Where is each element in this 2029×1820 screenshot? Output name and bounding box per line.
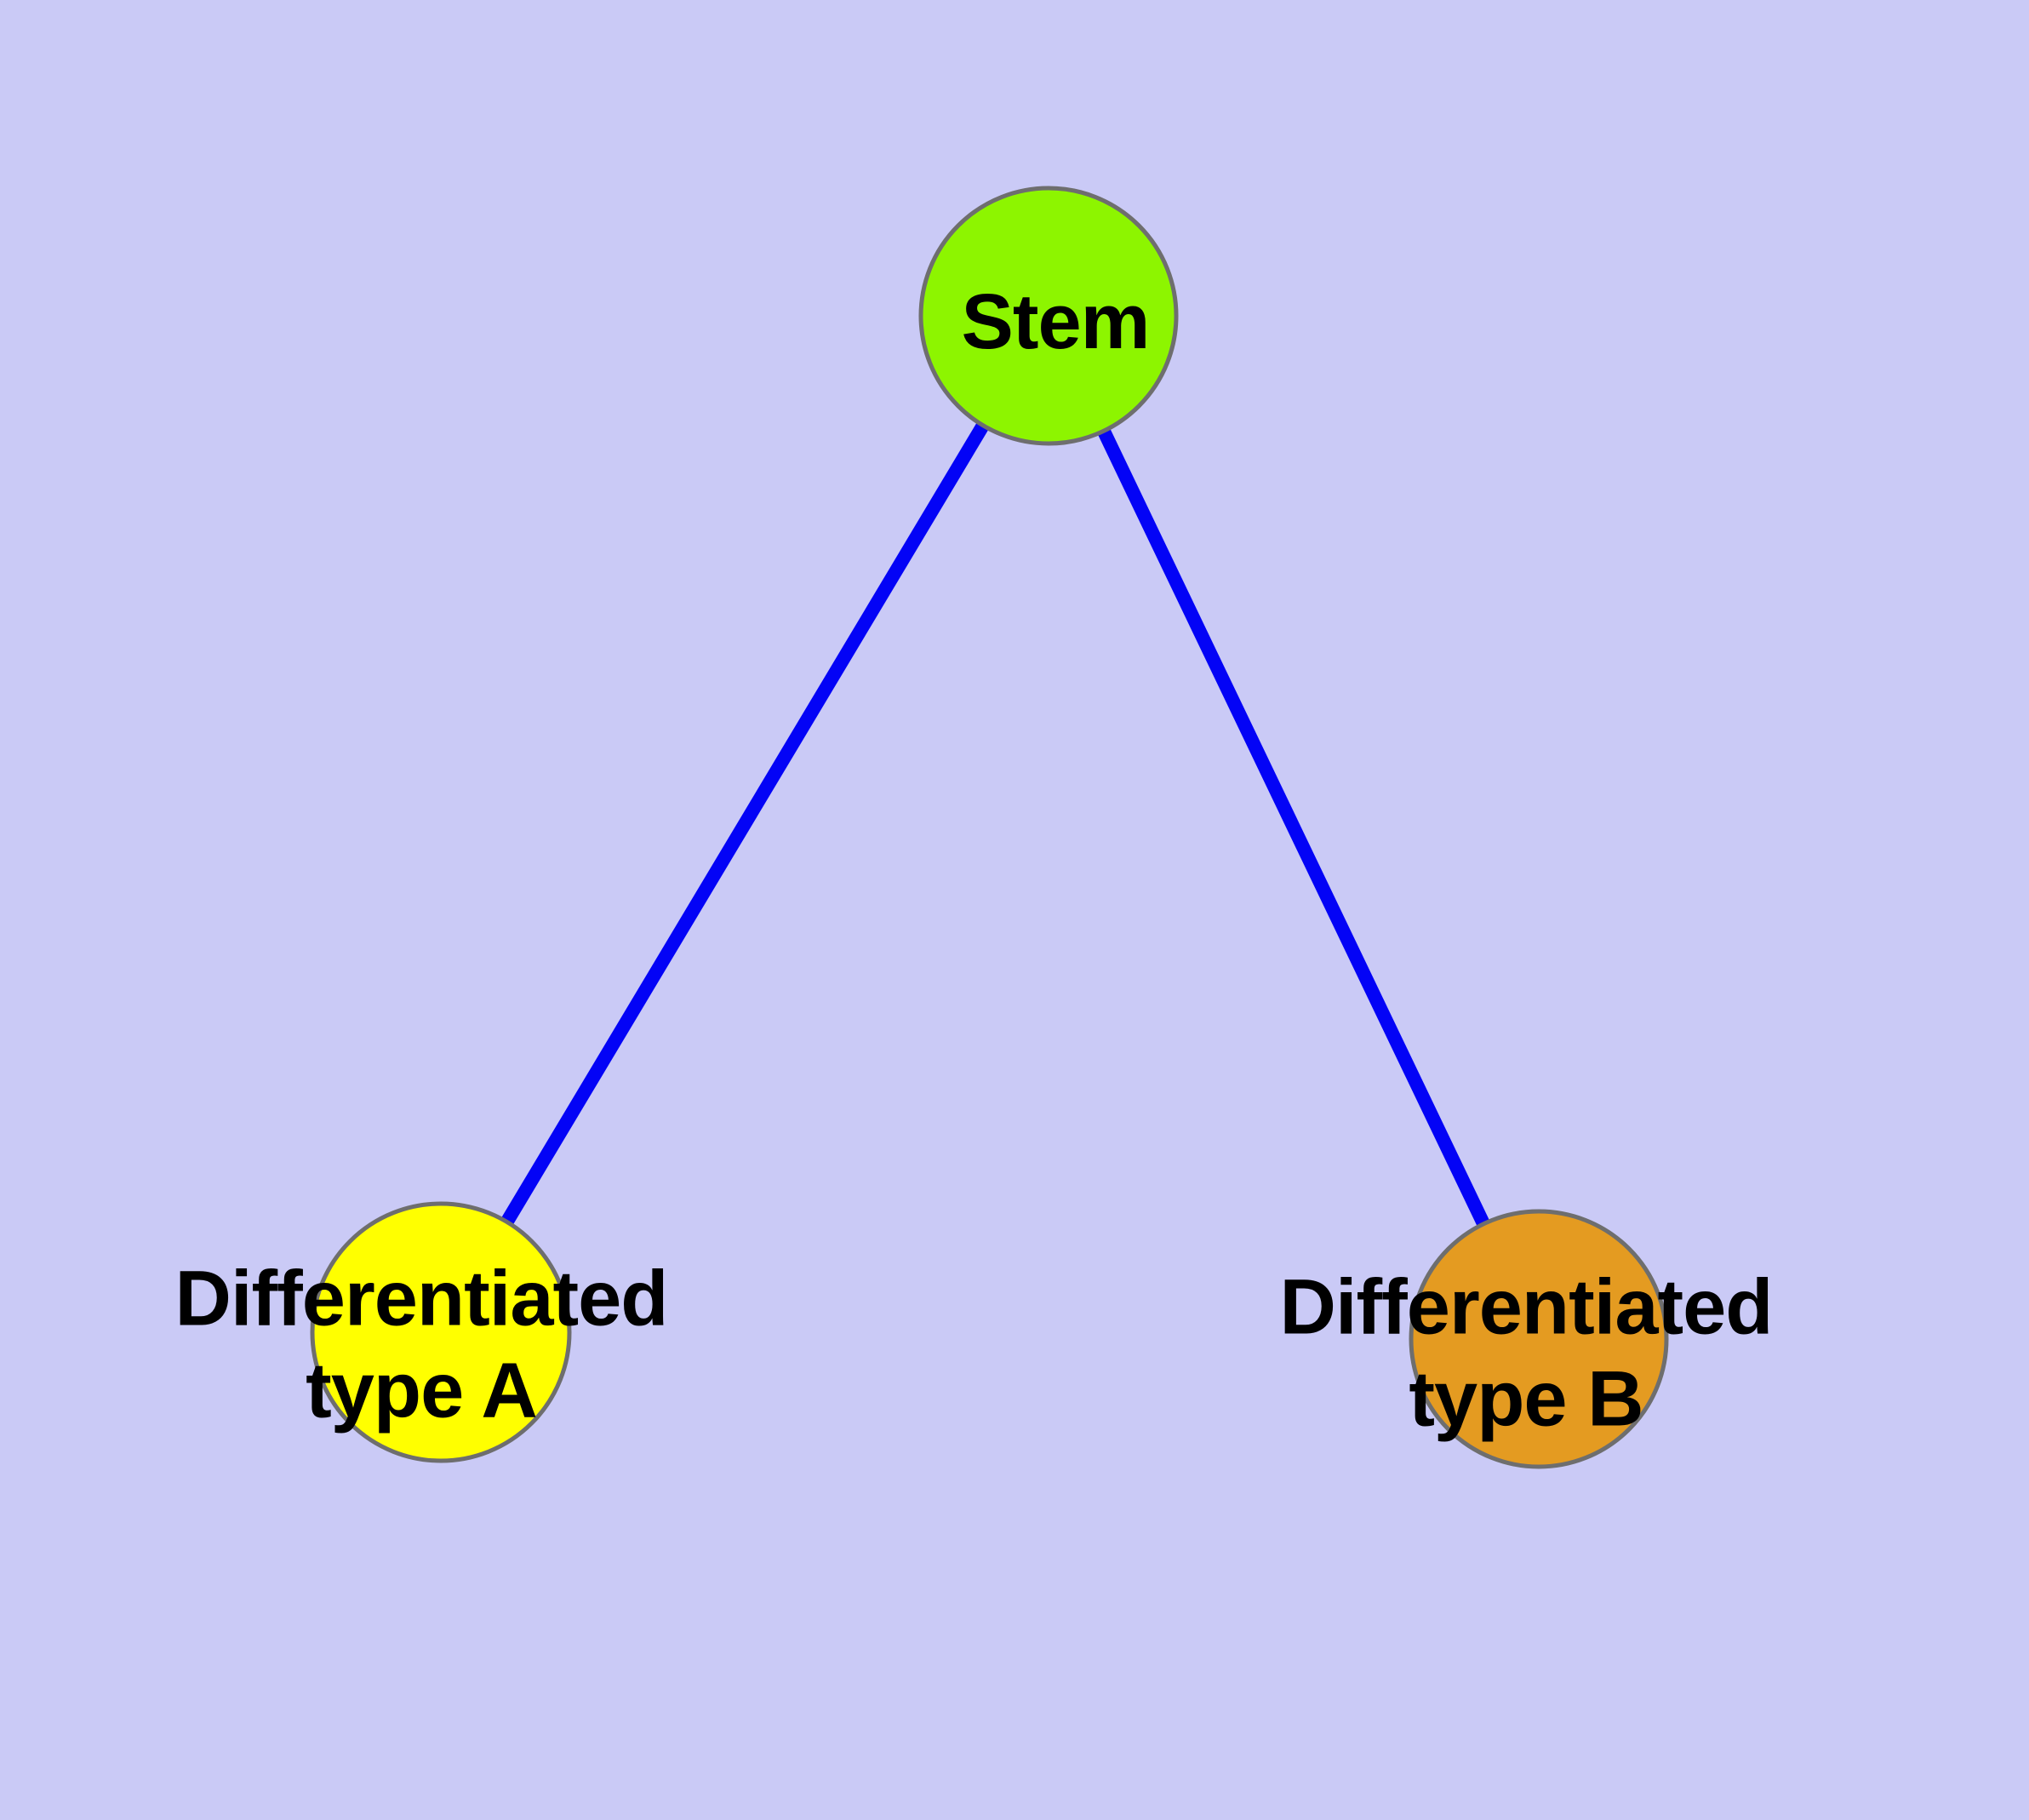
node-label-line: Stem (961, 278, 1151, 366)
node-label-line: Differentiated (1279, 1263, 1774, 1351)
node-label-line: type A (306, 1347, 538, 1434)
node-label-line: Differentiated (174, 1255, 669, 1342)
node-circle-stem (918, 186, 1179, 446)
edge-stem-to-type-a (434, 309, 1055, 1339)
node-label-stem: Stem (961, 277, 1151, 369)
node-label-differentiated-type-b: Differentiated type B (1279, 1262, 1774, 1445)
node-label-differentiated-type-a: Differentiated type A (174, 1253, 669, 1436)
node-label-line: type B (1409, 1355, 1643, 1442)
node-circle-differentiated-type-a (310, 1201, 572, 1463)
edge-stem-to-type-b (1042, 309, 1546, 1346)
node-circle-differentiated-type-b (1409, 1209, 1669, 1469)
